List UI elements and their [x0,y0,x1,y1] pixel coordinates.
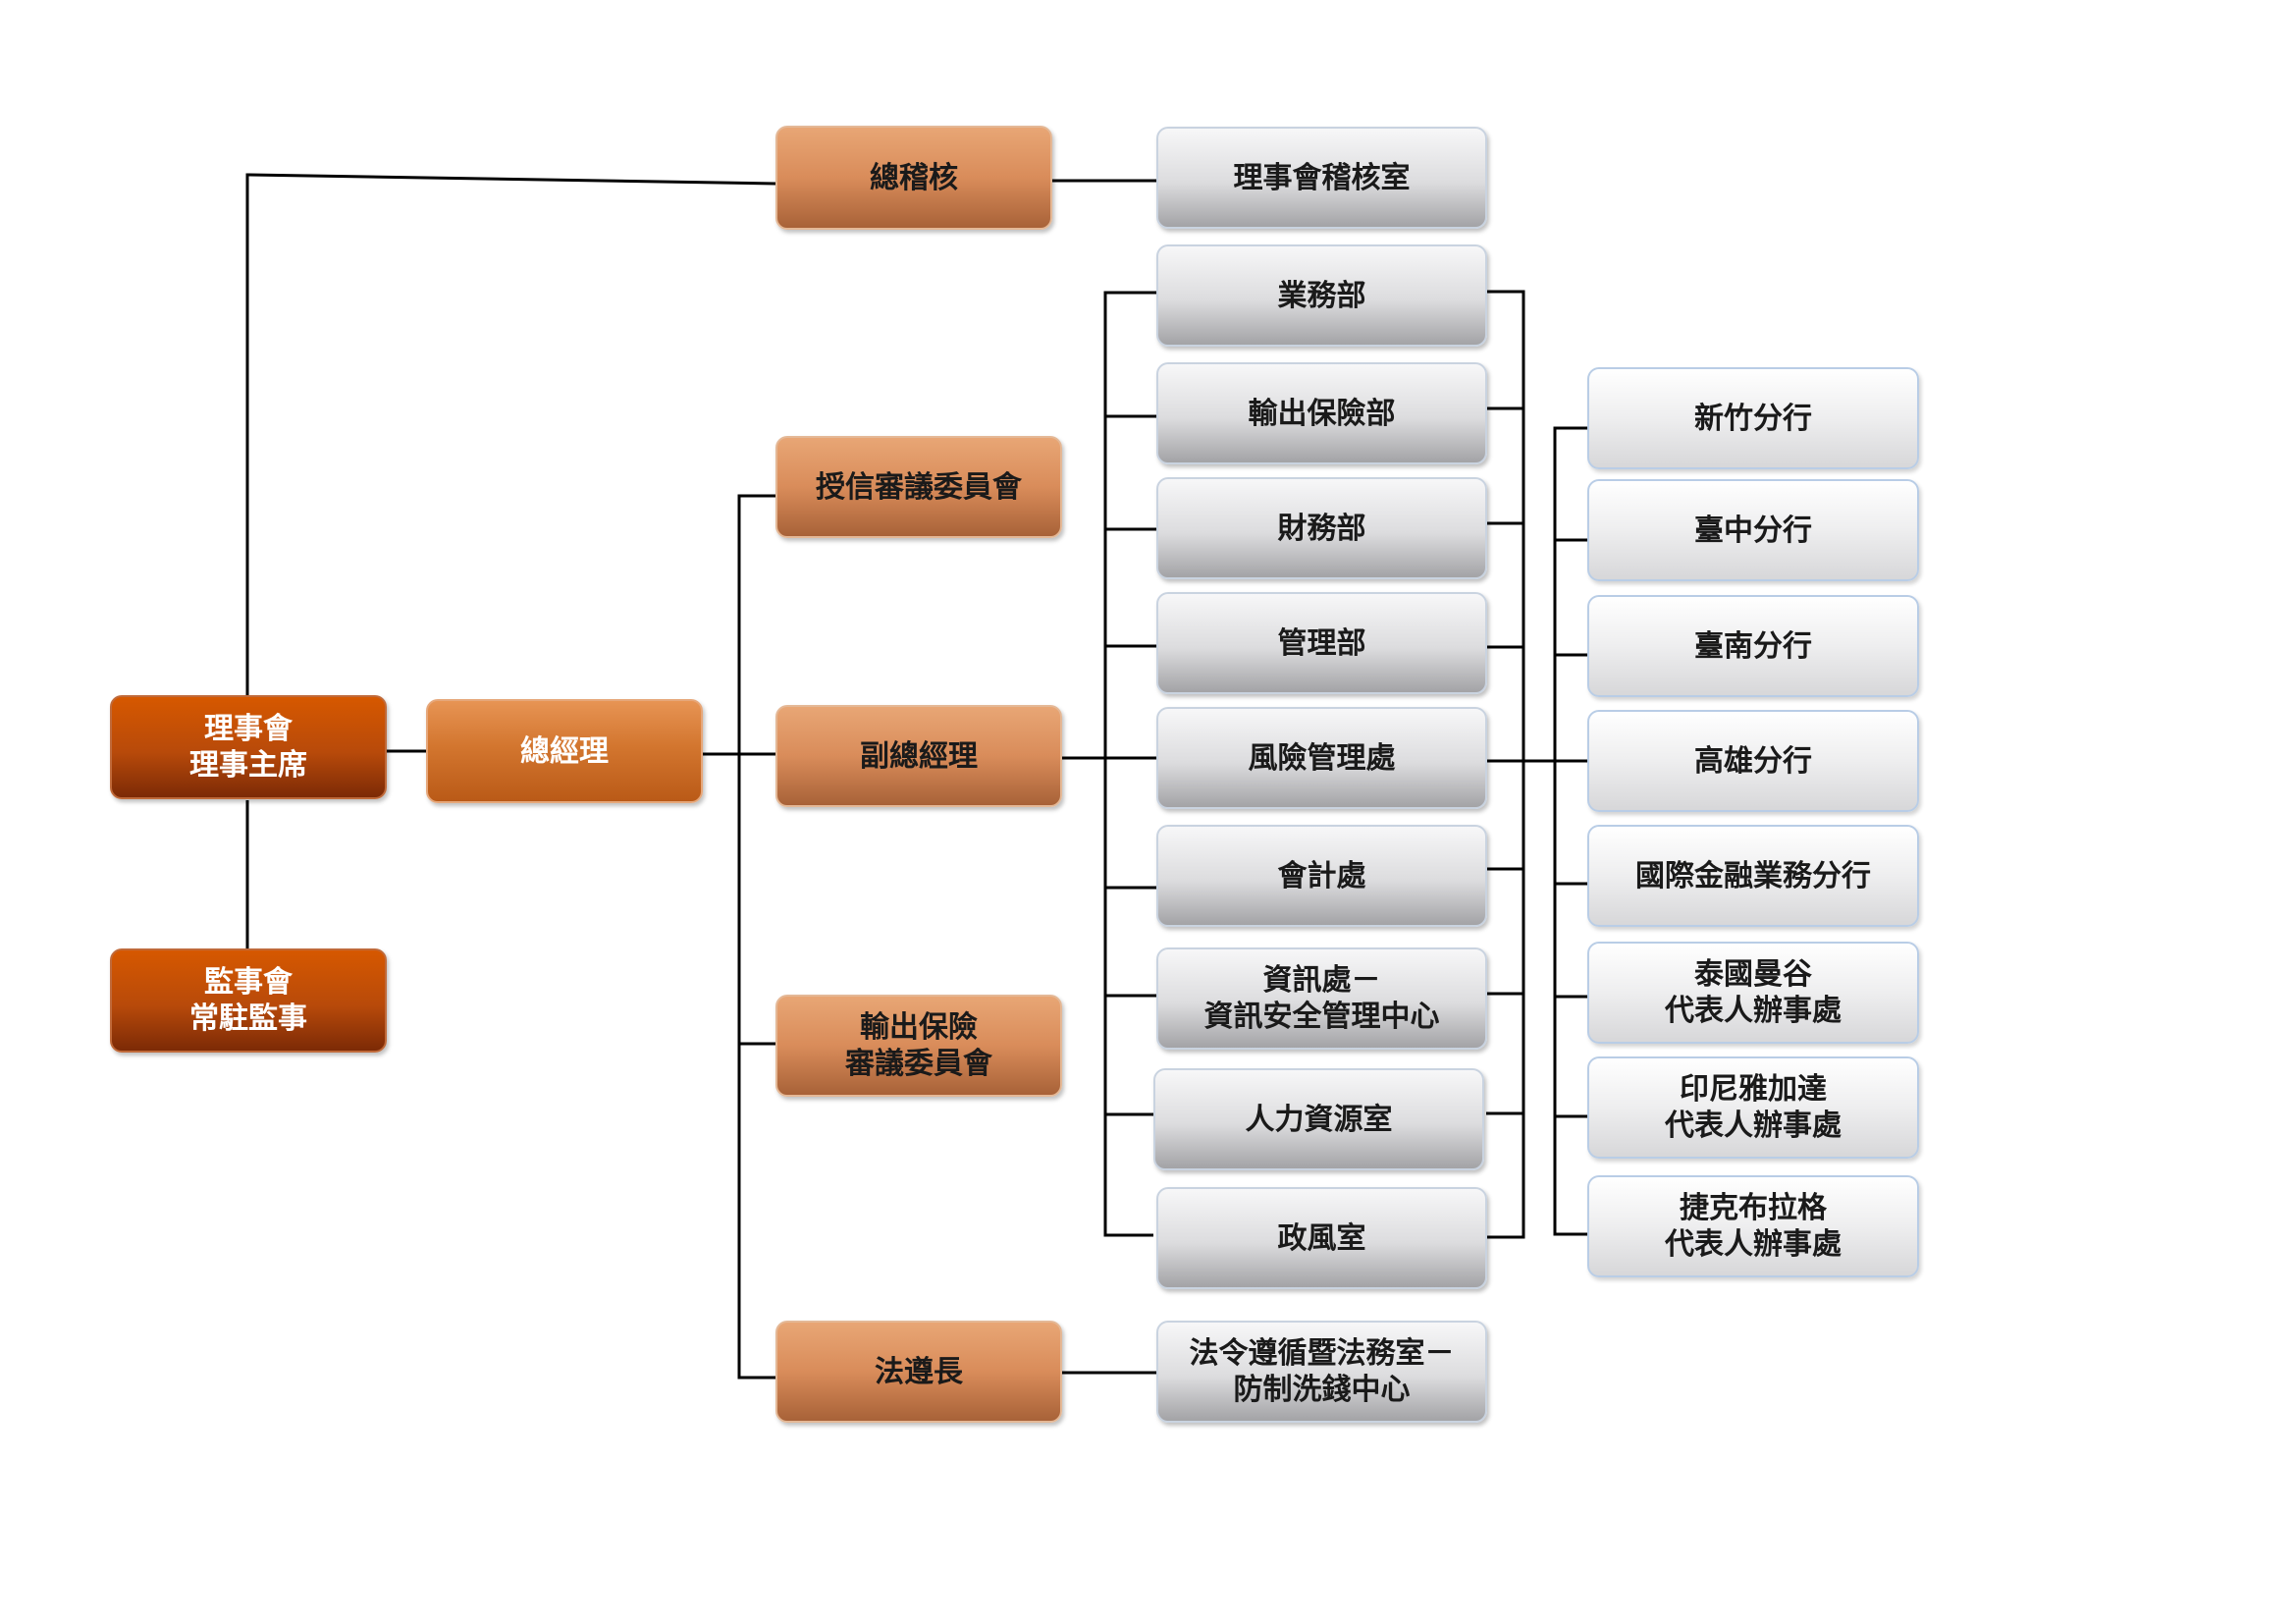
insurance-committee-box: 輸出保險 審議委員會 [775,995,1062,1097]
chief-compliance-officer-box: 法遵長 [775,1321,1062,1423]
branch-box: 臺南分行 [1587,595,1919,697]
branch-box: 國際金融業務分行 [1587,825,1919,927]
department-box: 人力資源室 [1153,1068,1484,1170]
department-box: 會計處 [1156,825,1487,927]
branch-box: 高雄分行 [1587,710,1919,812]
compliance-office-box: 法令遵循暨法務室－ 防制洗錢中心 [1156,1321,1487,1423]
branch-box: 印尼雅加達 代表人辦事處 [1587,1056,1919,1159]
department-box: 業務部 [1156,244,1487,347]
branch-box: 臺中分行 [1587,479,1919,581]
branch-box: 捷克布拉格 代表人辦事處 [1587,1175,1919,1277]
department-box: 政風室 [1156,1187,1487,1289]
department-box: 管理部 [1156,592,1487,694]
board-chairman-box: 理事會 理事主席 [110,695,387,799]
department-box: 風險管理處 [1156,707,1487,809]
supervisors-box: 監事會 常駐監事 [110,948,387,1053]
credit-committee-box: 授信審議委員會 [775,436,1062,538]
department-box: 財務部 [1156,477,1487,579]
branch-box: 泰國曼谷 代表人辦事處 [1587,942,1919,1044]
general-manager-box: 總經理 [426,699,703,803]
department-box: 輸出保險部 [1156,362,1487,464]
department-box: 資訊處－ 資訊安全管理中心 [1156,947,1487,1050]
board-audit-office-box: 理事會稽核室 [1156,127,1487,229]
chief-auditor-box: 總稽核 [775,126,1052,230]
branch-box: 新竹分行 [1587,367,1919,469]
deputy-general-manager-box: 副總經理 [775,705,1062,807]
